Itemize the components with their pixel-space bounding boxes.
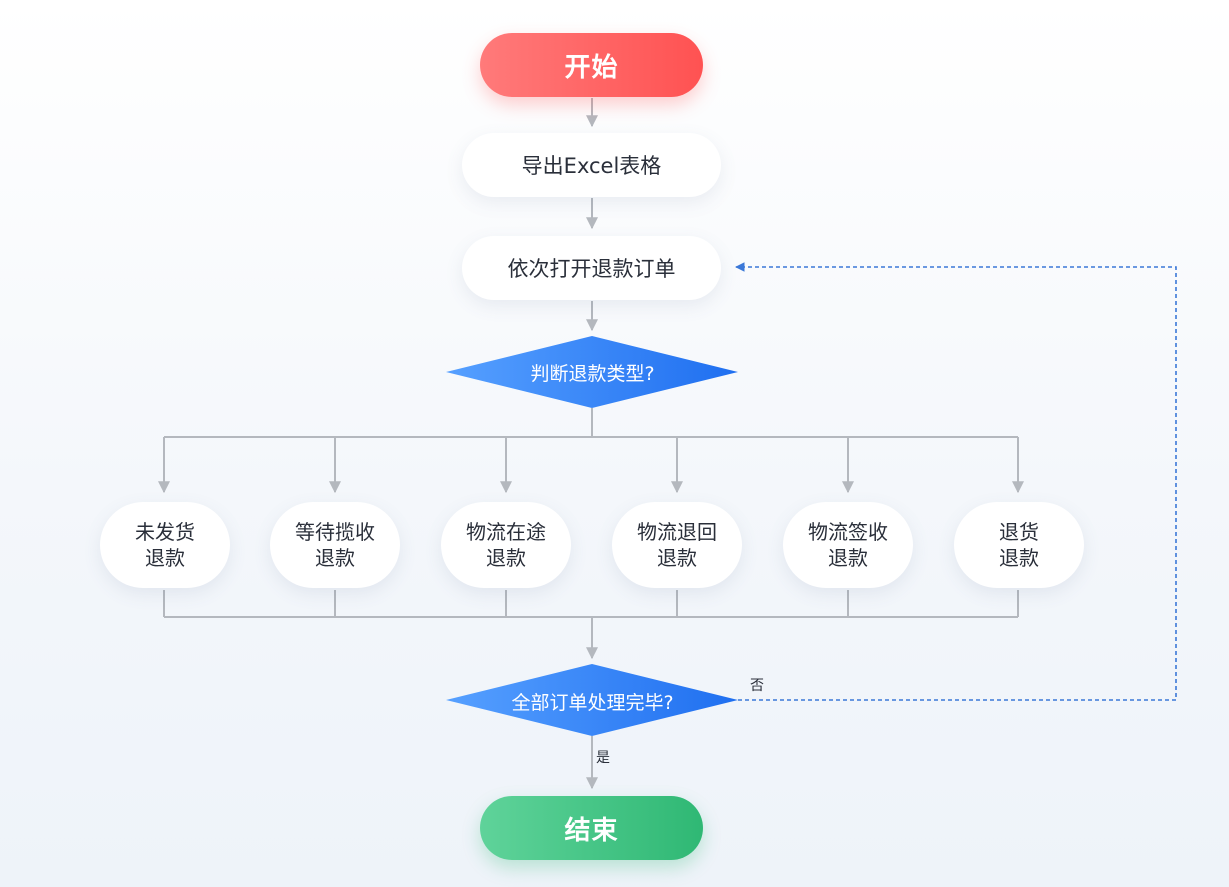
- step-export-excel: 导出Excel表格: [462, 133, 721, 197]
- branch-line2: 退款: [486, 546, 526, 570]
- step-open-label: 依次打开退款订单: [507, 257, 676, 281]
- branch-awaiting-pickup-refund: 等待揽收 退款: [270, 502, 400, 588]
- branch-line1: 物流退回: [637, 520, 717, 544]
- start-label: 开始: [564, 52, 619, 83]
- branch-line2: 退款: [145, 546, 185, 570]
- end-node: 结束: [480, 796, 703, 860]
- branch-line2: 退款: [828, 546, 868, 570]
- branch-line2: 退款: [315, 546, 355, 570]
- branch-in-transit-refund: 物流在途 退款: [441, 502, 571, 588]
- branch-unshipped-refund: 未发货 退款: [100, 502, 230, 588]
- branch-line1: 未发货: [135, 520, 195, 544]
- decision-refund-type-shape: [446, 336, 738, 408]
- decision-refund-type-label: 判断退款类型?: [530, 363, 655, 385]
- branch-line1: 物流签收: [808, 520, 888, 544]
- branch-line1: 物流在途: [466, 520, 546, 544]
- decision-all-done-label: 全部订单处理完毕?: [511, 692, 674, 714]
- edge-label-yes: 是: [596, 750, 610, 766]
- edge-label-no: 否: [750, 678, 764, 694]
- branch-line1: 等待揽收: [295, 520, 375, 544]
- branch-line1: 退货: [999, 520, 1039, 544]
- step-open-orders: 依次打开退款订单: [462, 236, 721, 300]
- branch-line2: 退款: [657, 546, 697, 570]
- branch-return-goods-refund: 退货 退款: [954, 502, 1084, 588]
- branch-returned-refund: 物流退回 退款: [612, 502, 742, 588]
- edge-loop-back: [735, 262, 1177, 701]
- end-label: 结束: [564, 815, 619, 846]
- decision-all-done-shape: [446, 664, 738, 736]
- branch-line2: 退款: [999, 546, 1039, 570]
- branch-signed-refund: 物流签收 退款: [783, 502, 913, 588]
- step-export-label: 导出Excel表格: [521, 154, 662, 178]
- start-node: 开始: [480, 33, 703, 97]
